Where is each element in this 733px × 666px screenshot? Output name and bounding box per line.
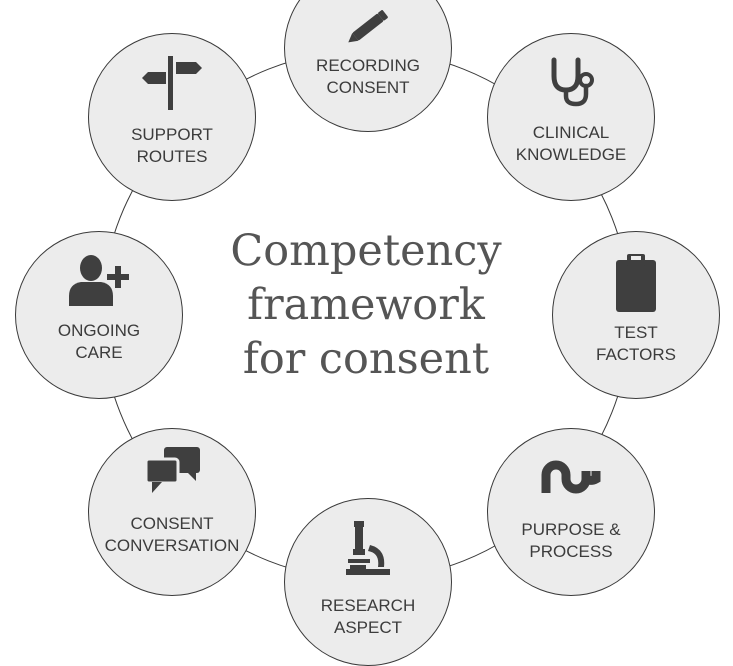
node-label: PURPOSE & PROCESS xyxy=(521,520,621,561)
title-line-1: Competency xyxy=(230,226,502,276)
node-label: RECORDING CONSENT xyxy=(316,56,420,97)
node-label: ONGOING CARE xyxy=(57,321,141,362)
node-label: CLINICAL KNOWLEDGE xyxy=(515,123,627,164)
node-research-aspect: RESEARCH ASPECT xyxy=(284,498,452,666)
pencil-icon xyxy=(343,7,393,47)
node-label: TEST FACTORS xyxy=(596,323,676,364)
node-label: CONSENT CONVERSATION xyxy=(104,514,240,555)
node-consent-conversation: CONSENT CONVERSATION xyxy=(88,428,256,596)
node-purpose-process: PURPOSE & PROCESS xyxy=(487,428,655,596)
clipboard-icon xyxy=(613,252,659,314)
microscope-icon xyxy=(344,521,392,581)
stumbleupon-icon xyxy=(540,453,602,499)
stethoscope-icon xyxy=(546,56,596,108)
title-line-2: framework xyxy=(247,280,485,330)
node-label: RESEARCH ASPECT xyxy=(320,596,416,637)
add-user-icon xyxy=(67,252,131,308)
chat-bubbles-icon xyxy=(142,445,202,497)
node-support-routes: SUPPORT ROUTES xyxy=(88,33,256,201)
diagram-title: Competency framework for consent xyxy=(186,224,546,386)
node-recording-consent: RECORDING CONSENT xyxy=(284,0,452,132)
node-clinical-knowledge: CLINICAL KNOWLEDGE xyxy=(487,33,655,201)
signpost-icon xyxy=(140,54,204,110)
node-ongoing-care: ONGOING CARE xyxy=(15,231,183,399)
node-label: SUPPORT ROUTES xyxy=(131,125,213,166)
title-line-3: for consent xyxy=(242,334,490,384)
node-test-factors: TEST FACTORS xyxy=(552,231,720,399)
